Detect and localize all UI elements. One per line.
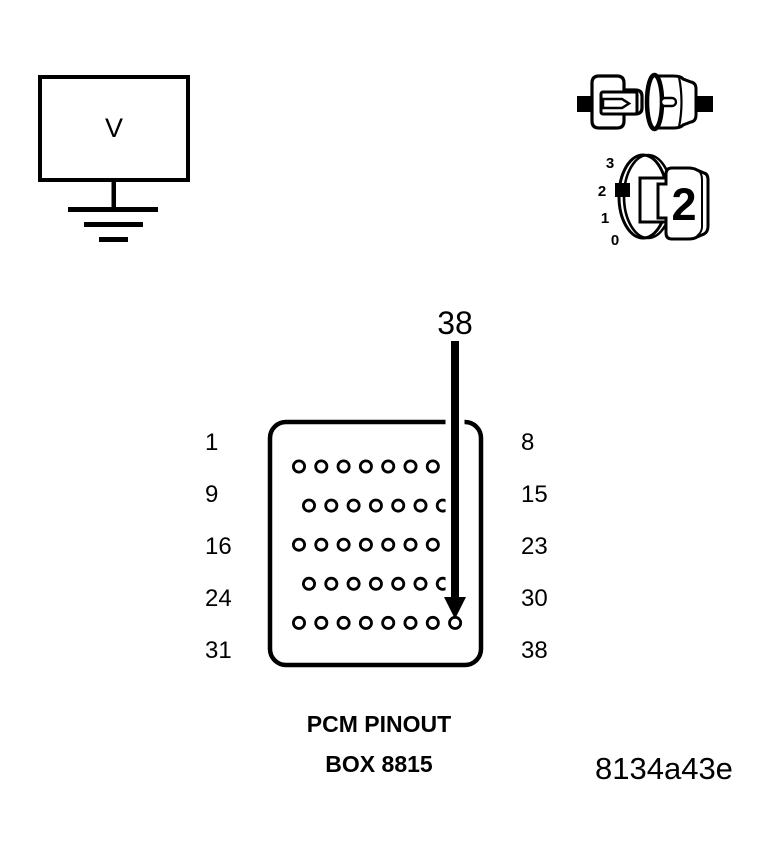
pin-circle: [381, 537, 396, 552]
ground-bar-3: [99, 237, 128, 242]
dial-position-marker: [615, 183, 630, 197]
pcm-diagram-svg: [267, 337, 484, 668]
voltmeter-label: V: [104, 113, 123, 143]
pin-circle: [413, 576, 428, 591]
socket-face-ring: [644, 72, 665, 132]
pin-circle: [358, 537, 373, 552]
pin-circle: [403, 615, 418, 630]
socket-seam: [677, 76, 683, 128]
ground-bar-1: [68, 207, 158, 212]
pin-circle: [403, 537, 418, 552]
pin-row-label-right-1: 15: [521, 481, 548, 508]
pin-circle: [336, 537, 351, 552]
pin-row-label-left-1: 9: [205, 481, 219, 508]
pin-row-label-left-3: 24: [205, 585, 232, 612]
pin-circle: [413, 498, 428, 513]
ground-bar-2: [84, 222, 143, 227]
voltmeter-box: V: [38, 75, 190, 182]
ground-stem: [111, 180, 116, 210]
pin-circle: [301, 498, 316, 513]
pin-circle: [291, 459, 306, 474]
pin-circle: [391, 576, 406, 591]
pin-circle: [425, 459, 440, 474]
pin-circle: [368, 498, 383, 513]
dial-scale-0: 0: [611, 232, 619, 249]
probe-pin-label: 38: [437, 305, 473, 341]
pin-circle: [301, 576, 316, 591]
pin-circle: [324, 498, 339, 513]
figure-code: 8134a43e: [595, 751, 733, 786]
left-wire: [577, 96, 594, 112]
pcm-caption-line2: BOX 8815: [325, 751, 433, 777]
pin-circle: [425, 537, 440, 552]
dial-knob-label: 2: [671, 179, 696, 230]
pcm-connector-box: [267, 419, 484, 668]
terminal-blade: [601, 97, 632, 110]
pin-row-label-left-0: 1: [205, 429, 219, 456]
pin-circle: [314, 459, 329, 474]
pin-circle: [391, 498, 406, 513]
pin-row-label-left-4: 31: [205, 637, 232, 664]
pin-row-label-right-2: 23: [521, 533, 548, 560]
connector-pair-icon: [577, 72, 713, 132]
pin-circle: [346, 576, 361, 591]
ground-icon: [68, 180, 158, 242]
dial-scale-2: 2: [598, 183, 606, 200]
pin-circle: [358, 459, 373, 474]
pin-grid: [291, 459, 463, 630]
pin-circle: [346, 498, 361, 513]
pin-circle: [291, 537, 306, 552]
pin-circle: [381, 615, 396, 630]
pin-circle: [368, 576, 383, 591]
dial-scale-1: 1: [601, 210, 609, 227]
pin-circle: [425, 615, 440, 630]
rotary-dial-icon: 2 3 2 1 0: [598, 153, 710, 249]
pin-circle: [448, 615, 463, 630]
pin-row-label-right-4: 38: [521, 637, 548, 664]
pin-circle: [324, 576, 339, 591]
pin-circle: [403, 459, 418, 474]
pin-circle: [336, 615, 351, 630]
pin-circle: [336, 459, 351, 474]
pin-circle: [381, 459, 396, 474]
pin-circle: [314, 615, 329, 630]
pin-row-label-right-3: 30: [521, 585, 548, 612]
socket-slot: [659, 96, 678, 108]
pin-row-label-right-0: 8: [521, 429, 535, 456]
right-wire: [696, 96, 713, 112]
probe-arrow-shaft: [451, 341, 459, 599]
dial-scale-3: 3: [606, 155, 614, 172]
pin-circle: [291, 615, 306, 630]
dial-knob: [656, 166, 710, 241]
pin-circle: [314, 537, 329, 552]
pin-row-label-left-2: 16: [205, 533, 232, 560]
pin-circle: [358, 615, 373, 630]
dial-knob-bevel: [696, 169, 703, 237]
probe-arrowhead: [444, 597, 466, 619]
pcm-caption-line1: PCM PINOUT: [306, 711, 452, 737]
